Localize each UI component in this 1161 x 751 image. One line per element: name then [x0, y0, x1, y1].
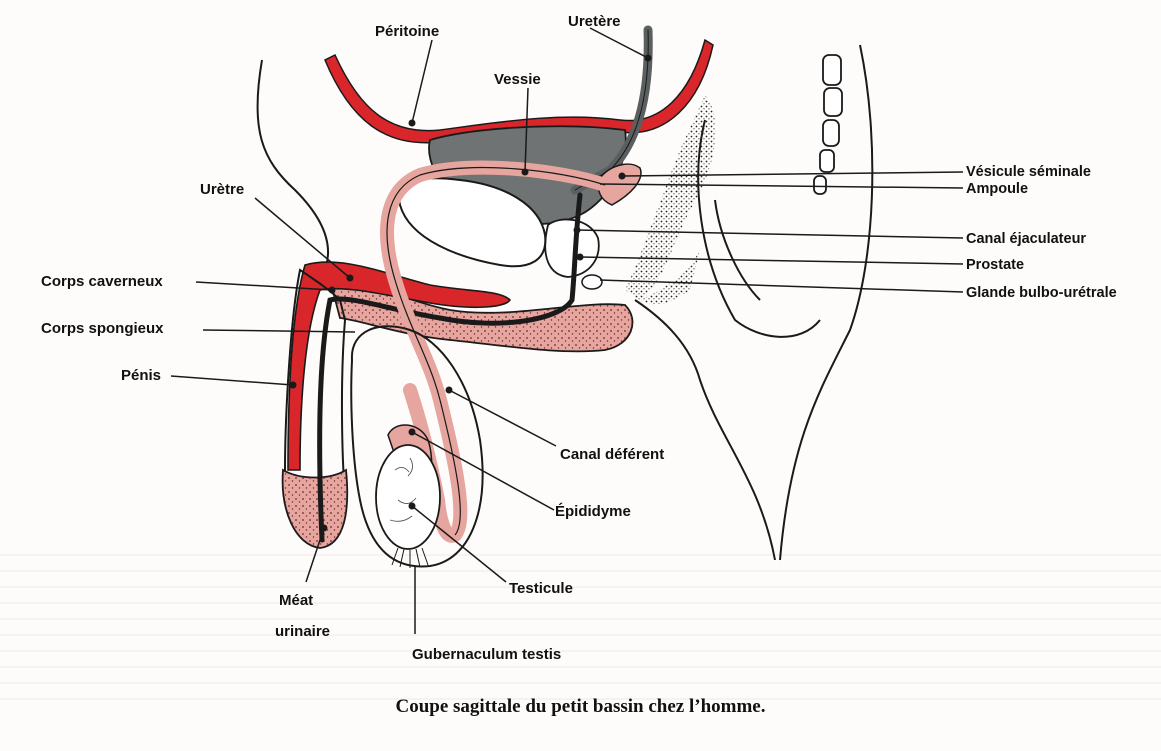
label-prostate: Prostate — [966, 257, 1024, 273]
label-uretere: Uretère — [568, 13, 621, 30]
testicule-shape — [376, 445, 440, 549]
figure-caption: Coupe sagittale du petit bassin chez l’h… — [0, 696, 1161, 718]
vertebra — [823, 55, 841, 85]
label-uretre: Urètre — [200, 181, 244, 198]
gubernaculum-fibres — [392, 548, 428, 568]
label-vesicule: Vésicule séminale — [966, 164, 1091, 180]
vertebra — [820, 150, 834, 172]
label-peritoine: Péritoine — [375, 23, 439, 40]
label-gubernaculum: Gubernaculum testis — [412, 646, 561, 663]
label-canal-deferent: Canal déférent — [560, 446, 664, 463]
perineum-outline — [635, 300, 775, 560]
label-glande: Glande bulbo-urétrale — [966, 285, 1117, 301]
label-meat-line2: urinaire — [275, 623, 330, 640]
label-penis: Pénis — [121, 367, 161, 384]
vertebra — [814, 176, 826, 194]
label-testicule: Testicule — [509, 580, 573, 597]
label-vessie: Vessie — [494, 71, 541, 88]
glande-shape — [582, 275, 602, 289]
label-ampoule: Ampoule — [966, 181, 1028, 197]
vertebra — [823, 120, 839, 146]
label-canal-ejaculateur: Canal éjaculateur — [966, 231, 1086, 247]
label-corps-caverneux: Corps caverneux — [41, 273, 163, 290]
label-corps-spongieux: Corps spongieux — [41, 320, 164, 337]
label-epididyme: Épididyme — [555, 503, 631, 520]
abdomen-outline — [257, 60, 328, 280]
vertebra — [824, 88, 842, 116]
label-meat-line1: Méat — [279, 592, 313, 609]
rectum-outline — [698, 120, 820, 337]
